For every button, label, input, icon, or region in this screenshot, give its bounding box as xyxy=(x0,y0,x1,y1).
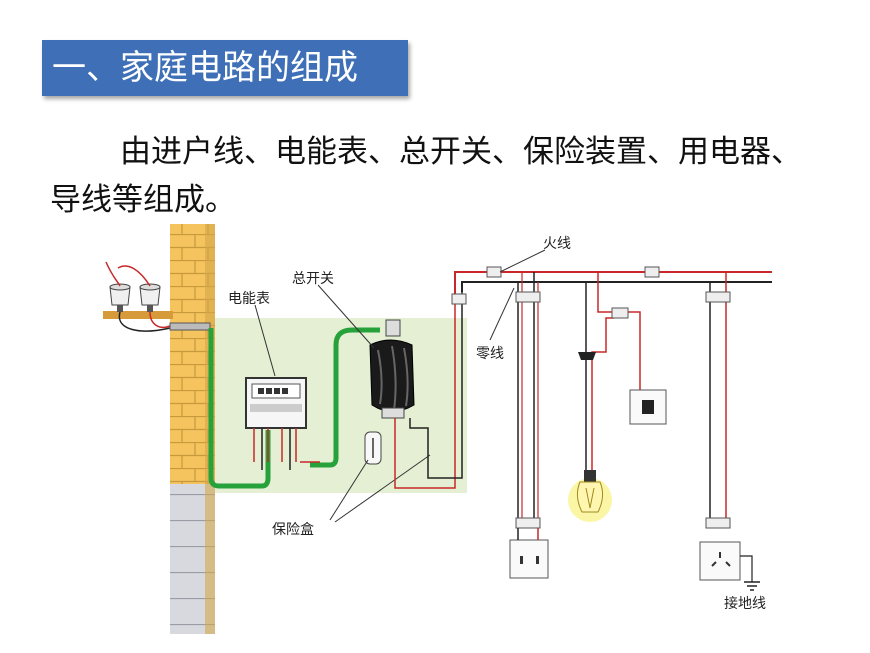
neutral-wire-label: 零线 xyxy=(476,346,504,362)
live-wire-leader xyxy=(499,249,546,273)
ground-icon xyxy=(744,581,760,591)
fuse-box-leader xyxy=(334,454,431,523)
neutral-wire xyxy=(461,281,772,292)
entry-insulators xyxy=(103,261,211,332)
ground-wire-label: 接地线 xyxy=(724,595,766,612)
panel-wiring xyxy=(300,302,456,489)
light-switch-icon xyxy=(629,389,667,425)
entry-wire xyxy=(310,327,380,468)
fuse-box xyxy=(364,431,382,465)
main-switch xyxy=(369,319,415,419)
grounded-socket-branch xyxy=(699,272,760,591)
main-switch-leader xyxy=(317,284,375,349)
panel-wiring xyxy=(409,292,463,479)
intro-text: 由进户线、电能表、总开关、保险装置、用电器、导线等组成。 xyxy=(50,134,802,218)
page-title: 一、家庭电路的组成 xyxy=(42,40,408,96)
meter-label: 电能表 xyxy=(228,291,270,307)
insulator-icon xyxy=(109,283,131,312)
main-switch-label: 总开关 xyxy=(292,271,334,287)
live-wire-label: 火线 xyxy=(543,236,571,252)
wall xyxy=(170,224,215,634)
electric-meter xyxy=(245,377,307,470)
neutral-wire-leader xyxy=(489,287,515,341)
live-wire xyxy=(454,271,772,302)
fuse-box-leader xyxy=(329,459,369,521)
insulator-icon xyxy=(139,283,161,312)
socket-branch xyxy=(509,272,549,579)
fuse-box-label: 保险盒 xyxy=(272,521,314,538)
entry-wire xyxy=(208,328,271,489)
lamp-branch xyxy=(568,272,667,522)
light-bulb-icon xyxy=(568,470,612,522)
meter-leader xyxy=(254,304,276,377)
